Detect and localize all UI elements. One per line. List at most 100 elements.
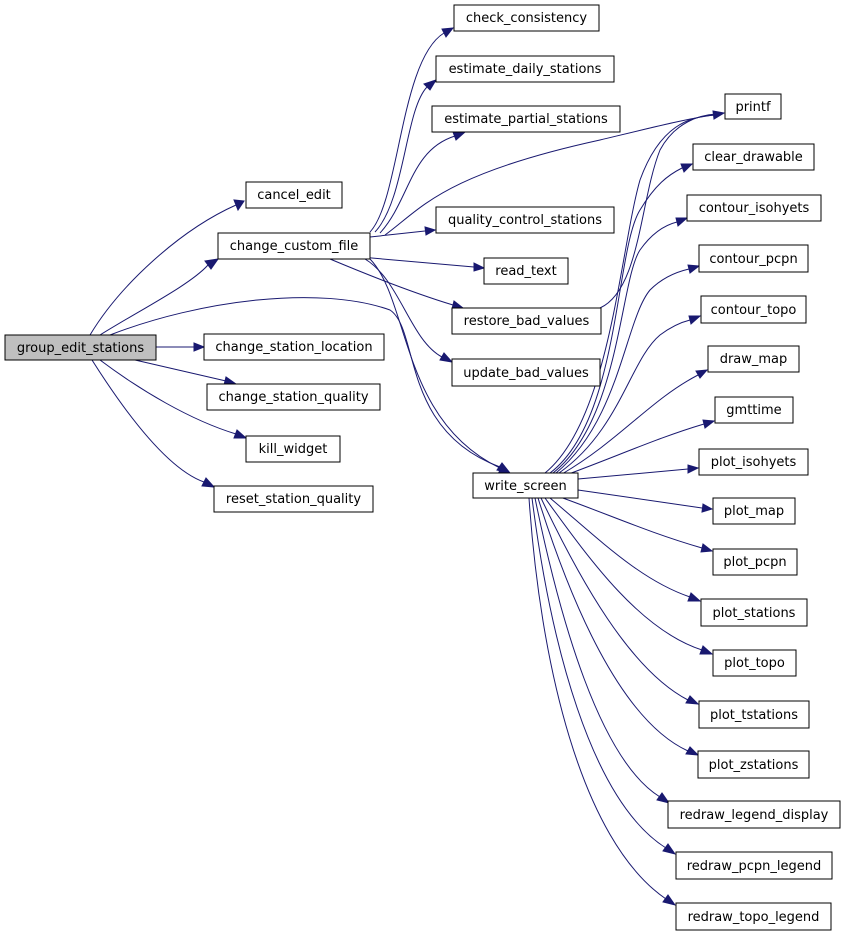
- node-quality_control_stations[interactable]: quality_control_stations: [435, 206, 615, 234]
- node-change_station_location[interactable]: change_station_location: [203, 333, 385, 361]
- node-label: contour_isohyets: [699, 201, 810, 216]
- edge-write_screen-plot_map: [577, 489, 703, 509]
- edge-write_screen-draw_map: [561, 374, 699, 475]
- edge-group_edit_stations-reset_station_quality: [91, 359, 205, 483]
- edge-write_screen-contour_pcpn: [555, 268, 690, 474]
- node-plot_map[interactable]: plot_map: [712, 497, 796, 525]
- node-label: change_custom_file: [230, 239, 359, 254]
- node-label: plot_zstations: [709, 758, 799, 773]
- edge-write_screen-redraw_pcpn_legend: [531, 497, 667, 849]
- arrowhead-check_consistency: [441, 27, 455, 38]
- node-read_text[interactable]: read_text: [483, 257, 569, 285]
- arrowhead-gmttime: [702, 419, 716, 429]
- node-check_consistency[interactable]: check_consistency: [453, 4, 600, 32]
- node-label: update_bad_values: [463, 366, 589, 381]
- node-plot_tstations[interactable]: plot_tstations: [698, 700, 810, 729]
- arrowhead-contour_pcpn: [687, 264, 701, 274]
- node-gmttime[interactable]: gmttime: [714, 396, 794, 424]
- arrowhead-clear_drawable: [680, 163, 694, 173]
- node-change_station_quality[interactable]: change_station_quality: [206, 383, 381, 411]
- edge-write_screen-redraw_legend_display: [534, 497, 661, 798]
- node-label: estimate_partial_stations: [444, 112, 608, 127]
- node-label: change_station_location: [215, 340, 372, 355]
- node-label: check_consistency: [466, 11, 588, 26]
- arrowhead-reset_station_quality: [201, 477, 216, 488]
- edges-layer: [89, 27, 726, 906]
- edge-write_screen-plot_tstations: [540, 497, 689, 701]
- node-update_bad_values[interactable]: update_bad_values: [451, 358, 601, 387]
- arrowhead-draw_map: [695, 369, 709, 379]
- nodes-layer: group_edit_stations cancel_edit change_c…: [4, 4, 841, 931]
- node-plot_zstations[interactable]: plot_zstations: [697, 750, 810, 779]
- node-draw_map[interactable]: draw_map: [707, 345, 800, 373]
- node-label: group_edit_stations: [17, 341, 144, 356]
- node-label: estimate_daily_stations: [449, 62, 602, 77]
- node-redraw_topo_legend[interactable]: redraw_topo_legend: [675, 902, 832, 931]
- node-label: write_screen: [484, 479, 566, 494]
- node-plot_pcpn[interactable]: plot_pcpn: [712, 548, 798, 576]
- node-restore_bad_values[interactable]: restore_bad_values: [451, 307, 602, 335]
- node-change_custom_file[interactable]: change_custom_file: [217, 232, 371, 260]
- edge-write_screen-printf: [544, 114, 717, 474]
- arrowhead-contour_isohyets: [675, 217, 689, 227]
- node-label: gmttime: [726, 403, 781, 418]
- node-label: plot_map: [724, 504, 784, 519]
- node-label: redraw_pcpn_legend: [687, 859, 822, 874]
- edge-change_custom_file-estimate_partial_stations: [379, 135, 456, 234]
- edge-write_screen-clear_drawable: [549, 167, 683, 474]
- node-label: change_station_quality: [218, 390, 368, 405]
- node-redraw_legend_display[interactable]: redraw_legend_display: [667, 800, 841, 829]
- edge-group_edit_stations-kill_widget: [99, 359, 237, 435]
- arrowhead-redraw_topo_legend: [662, 894, 677, 906]
- node-label: draw_map: [720, 352, 788, 367]
- edge-write_screen-plot_topo: [544, 497, 703, 651]
- arrowhead-quality_control_stations: [424, 226, 437, 236]
- node-label: printf: [735, 100, 771, 115]
- arrowhead-redraw_legend_display: [656, 792, 671, 804]
- node-estimate_partial_stations[interactable]: estimate_partial_stations: [431, 105, 621, 133]
- node-plot_topo[interactable]: plot_topo: [712, 649, 797, 677]
- edge-write_screen-contour_topo: [558, 319, 691, 474]
- node-label: quality_control_stations: [448, 213, 602, 228]
- node-plot_isohyets[interactable]: plot_isohyets: [698, 448, 809, 476]
- node-contour_topo[interactable]: contour_topo: [700, 295, 807, 324]
- arrowhead-cancel_edit: [233, 199, 245, 212]
- node-printf[interactable]: printf: [724, 93, 782, 120]
- edge-change_custom_file-read_text: [359, 256, 475, 268]
- node-label: plot_pcpn: [723, 555, 786, 570]
- node-label: clear_drawable: [704, 150, 803, 165]
- node-redraw_pcpn_legend[interactable]: redraw_pcpn_legend: [675, 851, 833, 880]
- edge-change_custom_file-quality_control_stations: [369, 230, 426, 238]
- node-clear_drawable[interactable]: clear_drawable: [692, 143, 815, 171]
- arrowhead-plot_tstations: [685, 695, 700, 705]
- arrowhead-contour_topo: [688, 315, 702, 325]
- edge-write_screen-plot_isohyets: [577, 468, 689, 480]
- node-label: plot_stations: [713, 606, 796, 621]
- arrowhead-change_station_location: [193, 342, 206, 352]
- arrowhead-estimate_daily_stations: [423, 79, 438, 91]
- node-plot_stations[interactable]: plot_stations: [700, 598, 808, 627]
- node-label: redraw_legend_display: [680, 808, 829, 823]
- node-label: plot_tstations: [710, 708, 798, 723]
- edge-group_edit_stations-cancel_edit: [89, 204, 237, 336]
- node-label: plot_isohyets: [711, 455, 797, 470]
- node-cancel_edit[interactable]: cancel_edit: [245, 181, 343, 209]
- arrowhead-plot_map: [701, 503, 714, 513]
- edge-change_custom_file-check_consistency: [369, 32, 445, 233]
- node-write_screen[interactable]: write_screen: [472, 472, 579, 499]
- edge-write_screen-gmttime: [565, 423, 705, 476]
- node-label: redraw_topo_legend: [688, 910, 820, 925]
- arrowhead-plot_stations: [687, 592, 702, 602]
- node-contour_pcpn[interactable]: contour_pcpn: [698, 244, 809, 273]
- node-estimate_daily_stations[interactable]: estimate_daily_stations: [435, 55, 615, 83]
- node-group_edit_stations[interactable]: group_edit_stations: [4, 334, 157, 361]
- node-contour_isohyets[interactable]: contour_isohyets: [686, 194, 822, 222]
- edge-change_custom_file-restore_bad_values: [329, 258, 454, 306]
- node-label: plot_topo: [724, 656, 785, 671]
- arrowhead-change_custom_file: [204, 258, 220, 270]
- node-reset_station_quality[interactable]: reset_station_quality: [213, 485, 374, 513]
- arrowhead-plot_pcpn: [700, 543, 714, 553]
- node-kill_widget[interactable]: kill_widget: [245, 435, 341, 463]
- edge-change_custom_file-update_bad_values: [364, 258, 443, 358]
